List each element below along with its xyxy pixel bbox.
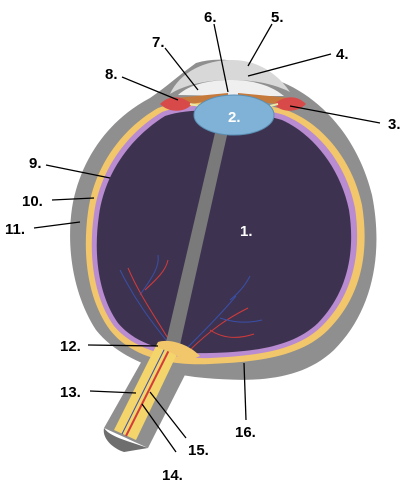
- retinal-blood-vessels: [119, 254, 263, 353]
- artery: [187, 307, 249, 353]
- label-10-choroid: 10.: [22, 193, 43, 210]
- label-8-suspensory-ligament: 8.: [105, 66, 118, 83]
- vein: [119, 269, 171, 346]
- label-16-fovea: 16.: [235, 424, 256, 441]
- vein: [139, 254, 159, 296]
- cornea: [170, 60, 290, 94]
- label-6-pupil: 6.: [204, 9, 217, 26]
- label-5-cornea: 5.: [271, 9, 284, 26]
- anterior-chamber: [178, 80, 284, 96]
- label-7-iris: 7.: [152, 34, 165, 51]
- iris: [176, 93, 228, 104]
- vitreous-body: [96, 110, 352, 354]
- central-retinal-artery: [125, 347, 171, 437]
- ciliary-body-left: [160, 97, 192, 111]
- iris: [238, 93, 290, 104]
- artery: [209, 329, 255, 338]
- label-4-anterior-chamber: 4.: [336, 46, 349, 63]
- label-13-optic-nerve: 13.: [60, 384, 81, 401]
- label-9-retina: 9.: [29, 155, 42, 172]
- central-retinal-vein: [121, 345, 167, 435]
- hyaloid-canal: [166, 120, 230, 345]
- vein: [184, 295, 237, 351]
- vein: [219, 317, 263, 323]
- label-2-lens: 2.: [228, 109, 241, 126]
- label-3-ciliary-body: 3.: [388, 116, 401, 133]
- label-11-sclera: 11.: [5, 221, 25, 238]
- label-15-central-retinal-vein: 15.: [188, 442, 209, 459]
- optic-nerve: [114, 342, 178, 440]
- vein: [229, 275, 251, 301]
- leader-lines: [33, 23, 381, 453]
- label-12-optic-disc: 12.: [60, 338, 81, 355]
- label-1-vitreous-body: 1.: [240, 223, 253, 240]
- label-14-central-retinal-artery: 14.: [162, 467, 183, 484]
- optic-disc: [158, 340, 200, 362]
- optic-nerve-cut-end: [103, 428, 148, 452]
- lens: [193, 94, 275, 136]
- artery: [144, 259, 169, 291]
